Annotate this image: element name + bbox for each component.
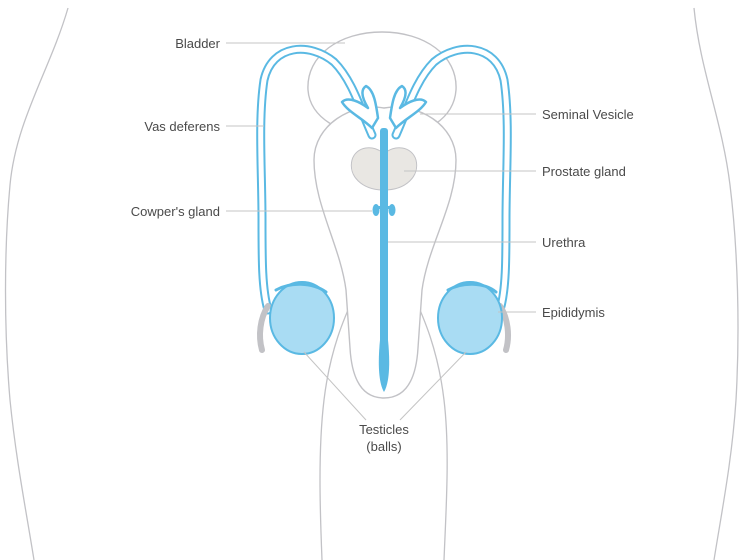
label-testicles: Testicles: [359, 422, 409, 437]
testicle-left: [260, 282, 334, 354]
label-vas-deferens: Vas deferens: [144, 119, 220, 134]
urethra: [380, 128, 388, 348]
label-prostate-gland: Prostate gland: [542, 164, 626, 179]
body-outline-left: [6, 8, 69, 560]
label-urethra: Urethra: [542, 235, 586, 250]
label-testicles-sub: (balls): [366, 439, 401, 454]
testicle-right: [438, 282, 508, 354]
body-outline-right: [694, 8, 738, 560]
label-bladder: Bladder: [175, 36, 220, 51]
label-cowpers-gland: Cowper's gland: [131, 204, 220, 219]
label-seminal-vesicle: Seminal Vesicle: [542, 107, 634, 122]
label-epididymis: Epididymis: [542, 305, 605, 320]
